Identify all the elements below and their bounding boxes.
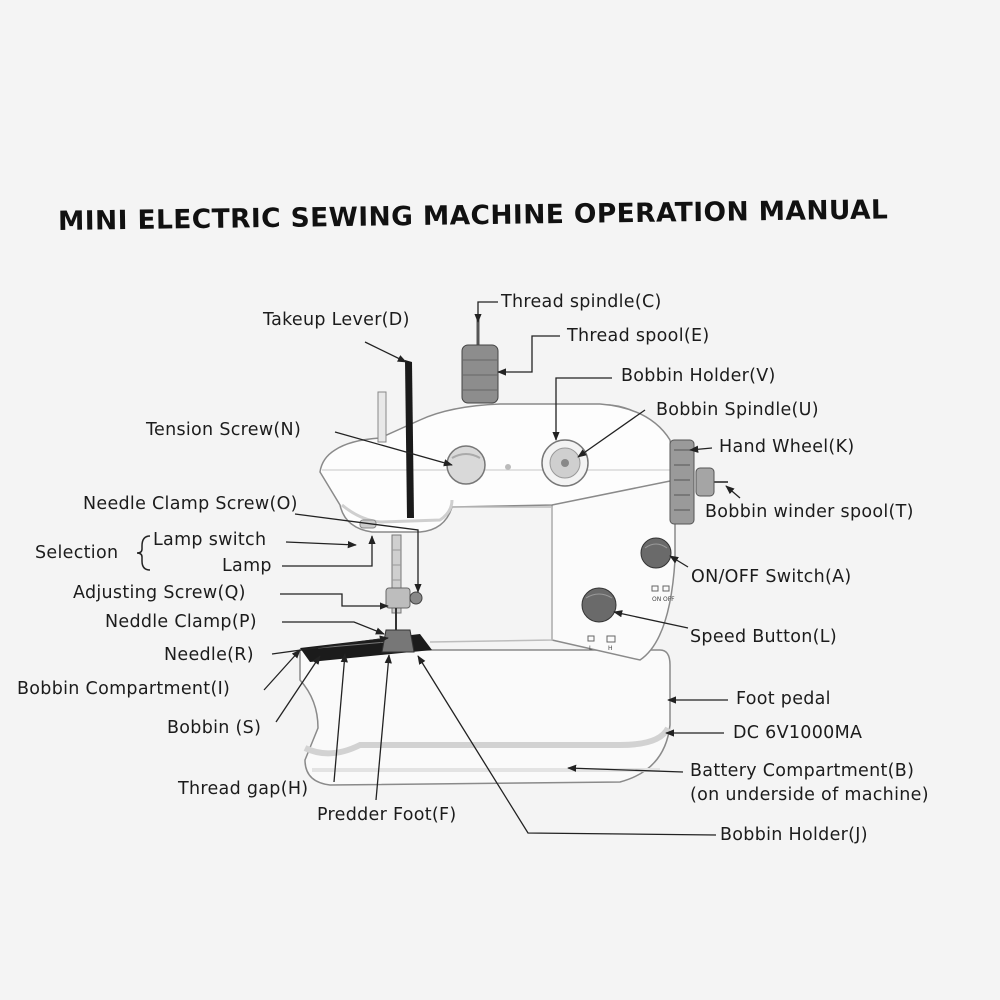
leader-lamp	[282, 535, 376, 567]
label-bobbin-holder-v: Bobbin Holder(V)	[621, 366, 776, 386]
label-onoff-switch: ON/OFF Switch(A)	[691, 567, 852, 587]
leader-needle	[271, 635, 389, 655]
leader-tension-screw	[334, 431, 453, 467]
label-thread-spindle: Thread spindle(C)	[501, 292, 662, 312]
leader-takeup-lever	[364, 341, 407, 363]
leader-thread-spool	[497, 335, 560, 376]
label-bobbin-winder-spool: Bobbin winder spool(T)	[705, 502, 914, 522]
label-lamp: Lamp	[222, 556, 272, 576]
high-marking: H	[608, 645, 613, 652]
label-speed-button: Speed Button(L)	[690, 627, 837, 647]
label-thread-gap: Thread gap(H)	[178, 779, 309, 799]
label-bobbin-spindle: Bobbin Spindle(U)	[656, 400, 819, 420]
label-thread-spool: Thread spool(E)	[567, 326, 710, 346]
speed-button-knob	[581, 587, 617, 623]
leader-onoff	[669, 555, 689, 568]
leader-needle-clamp	[282, 621, 385, 635]
leader-battery	[567, 764, 684, 773]
hand-wheel	[669, 439, 695, 525]
label-bobbin-compartment: Bobbin Compartment(I)	[17, 679, 231, 699]
machine-base	[299, 649, 671, 786]
presser-foot	[381, 629, 415, 653]
label-tension-screw: Tension Screw(N)	[146, 420, 302, 440]
leader-presser-foot	[375, 654, 392, 801]
label-selection: Selection	[35, 543, 119, 563]
leader-bobbin	[275, 655, 321, 723]
selection-brace	[136, 535, 151, 571]
label-hand-wheel: Hand Wheel(K)	[719, 437, 855, 457]
takeup-lever	[405, 360, 414, 518]
label-presser-foot: Predder Foot(F)	[317, 805, 457, 825]
leader-thread-gap	[333, 653, 348, 783]
leader-bobbin-holder-v	[552, 377, 612, 441]
label-dc: DC 6V1000MA	[733, 723, 863, 743]
leader-adjusting-screw	[280, 593, 389, 610]
label-bobbin: Bobbin (S)	[167, 718, 262, 738]
label-battery-note: (on underside of machine)	[690, 785, 929, 805]
label-needle: Needle(R)	[164, 645, 254, 665]
leader-bobbin-winder	[725, 485, 741, 499]
leader-needle-clamp-screw	[294, 513, 422, 593]
off-marking: OFF	[663, 596, 675, 603]
label-foot-pedal: Foot pedal	[736, 689, 831, 709]
leader-bobbin-holder-j	[417, 655, 717, 836]
leader-hand-wheel	[689, 445, 713, 453]
leader-bobbin-compartment	[263, 649, 301, 691]
leader-thread-spindle	[474, 301, 498, 323]
leader-speed-button	[613, 610, 689, 629]
label-bobbin-holder-j: Bobbin Holder(J)	[720, 825, 868, 845]
label-lamp-switch: Lamp switch	[153, 530, 267, 550]
leader-bobbin-spindle	[577, 409, 646, 458]
label-battery-compartment: Battery Compartment(B)	[690, 761, 915, 781]
machine-base-shadow	[303, 726, 671, 757]
on-marking: ON	[652, 596, 661, 603]
label-needle-clamp: Neddle Clamp(P)	[105, 612, 257, 632]
low-marking: L	[589, 645, 593, 652]
label-adjusting-screw: Adjusting Screw(Q)	[73, 583, 246, 603]
leader-lamp-switch	[285, 541, 357, 549]
label-needle-clamp-screw: Needle Clamp Screw(O)	[83, 494, 298, 514]
label-takeup-lever: Takeup Lever(D)	[263, 310, 410, 330]
